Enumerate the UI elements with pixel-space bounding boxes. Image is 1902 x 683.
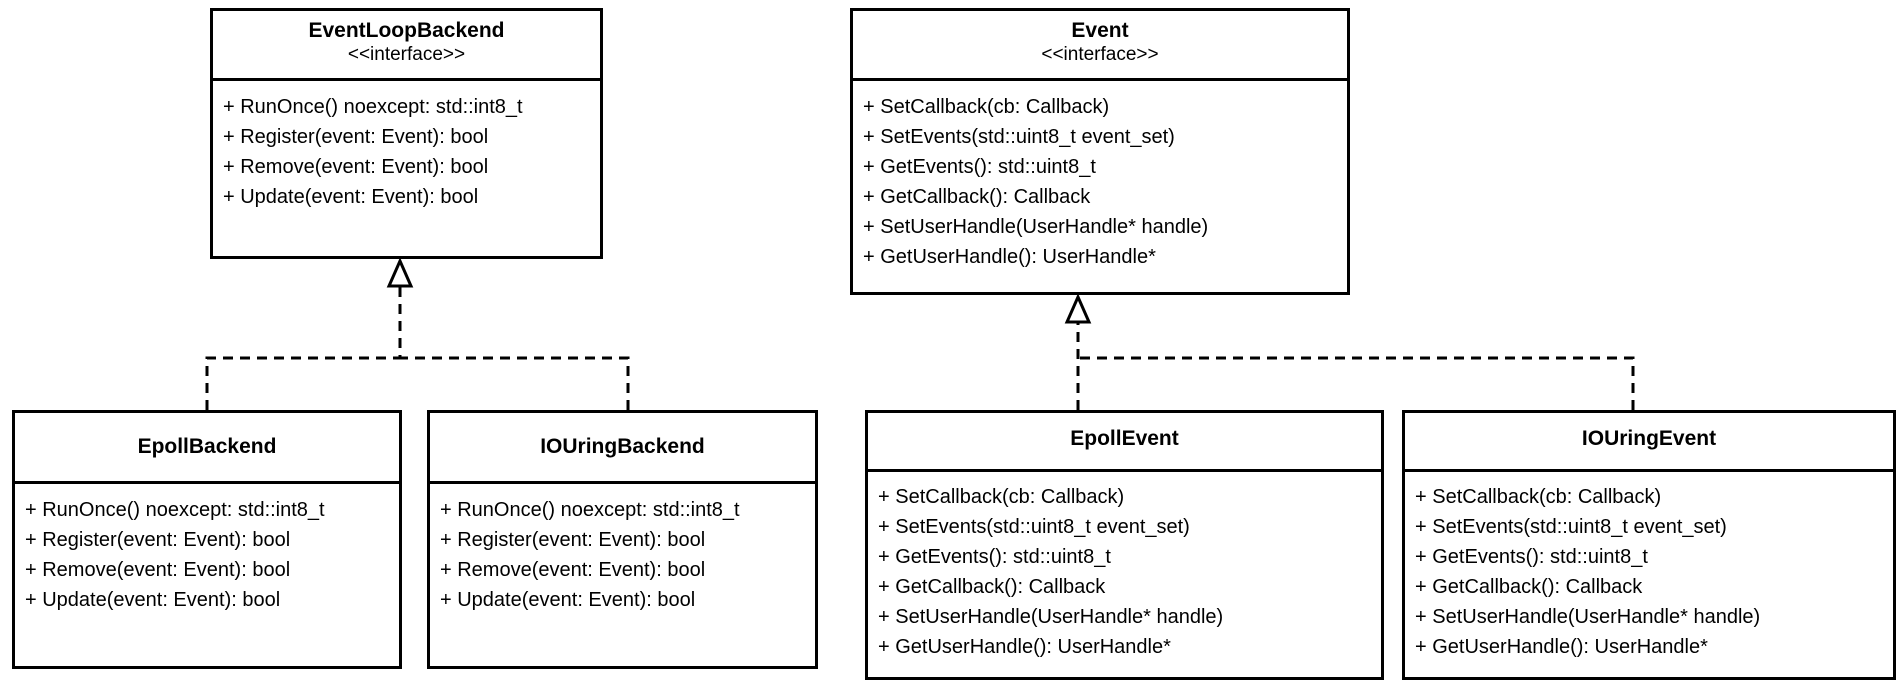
realization-epoll-backend [205,286,402,410]
class-name: Event [1071,19,1129,42]
realization-iouring-backend [400,356,630,410]
class-event-loop-backend: EventLoopBackend <<interface>> + RunOnce… [210,8,603,259]
operation: + SetEvents(std::uint8_t event_set) [878,516,1190,538]
realization-arrowhead-event [1064,293,1092,324]
class-epoll-backend: EpollBackend + RunOnce() noexcept: std::… [12,410,402,669]
operation: + GetCallback(): Callback [878,576,1106,598]
class-iouring-backend: IOUringBackend + RunOnce() noexcept: std… [427,410,818,669]
operation: + GetEvents(): std::uint8_t [1415,546,1648,568]
operation: + Register(event: Event): bool [25,529,291,551]
operation: + GetUserHandle(): UserHandle* [863,246,1156,268]
class-header: Event <<interface>> [853,11,1347,81]
operation: + Register(event: Event): bool [223,126,489,148]
operation: + Update(event: Event): bool [440,589,696,611]
class-header: IOUringBackend [430,413,815,484]
operation: + GetUserHandle(): UserHandle* [1415,636,1708,658]
operation: + SetUserHandle(UserHandle* handle) [878,606,1224,628]
class-header: EpollEvent [868,413,1381,472]
operations-list: + SetCallback(cb: Callback) + SetEvents(… [853,81,1347,272]
class-name: EpollEvent [1070,427,1179,450]
operation: + Remove(event: Event): bool [440,559,706,581]
operation: + Register(event: Event): bool [440,529,706,551]
class-name: EpollBackend [137,435,277,458]
operation: + SetEvents(std::uint8_t event_set) [863,126,1175,148]
operation: + RunOnce() noexcept: std::int8_t [223,96,523,118]
class-header: IOUringEvent [1405,413,1893,472]
class-header: EventLoopBackend <<interface>> [213,11,600,81]
operation: + RunOnce() noexcept: std::int8_t [25,499,325,521]
operation: + GetUserHandle(): UserHandle* [878,636,1171,658]
class-name: IOUringEvent [1581,427,1717,450]
operation: + Update(event: Event): bool [25,589,281,611]
operation: + SetCallback(cb: Callback) [1415,486,1662,508]
operations-list: + RunOnce() noexcept: std::int8_t + Regi… [213,81,600,212]
realization-arrowhead-backend [386,257,414,288]
operation: + Update(event: Event): bool [223,186,479,208]
class-name: EventLoopBackend [308,19,505,42]
operations-list: + RunOnce() noexcept: std::int8_t + Regi… [430,484,815,615]
operations-list: + SetCallback(cb: Callback) + SetEvents(… [868,472,1381,662]
operation: + SetUserHandle(UserHandle* handle) [863,216,1209,238]
class-stereotype: <<interface>> [1041,44,1159,65]
operation: + Remove(event: Event): bool [25,559,291,581]
class-event: Event <<interface>> + SetCallback(cb: Ca… [850,8,1350,295]
operation: + Remove(event: Event): bool [223,156,489,178]
operations-list: + RunOnce() noexcept: std::int8_t + Regi… [15,484,399,615]
operation: + GetEvents(): std::uint8_t [878,546,1111,568]
operation: + SetCallback(cb: Callback) [863,96,1110,118]
operation: + SetUserHandle(UserHandle* handle) [1415,606,1761,628]
operation: + SetCallback(cb: Callback) [878,486,1125,508]
class-epoll-event: EpollEvent + SetCallback(cb: Callback) +… [865,410,1384,680]
operation: + GetEvents(): std::uint8_t [863,156,1096,178]
class-name: IOUringBackend [540,435,705,458]
realization-iouring-event [1078,356,1635,410]
operation: + GetCallback(): Callback [863,186,1091,208]
class-stereotype: <<interface>> [347,44,466,65]
operation: + SetEvents(std::uint8_t event_set) [1415,516,1727,538]
operations-list: + SetCallback(cb: Callback) + SetEvents(… [1405,472,1893,662]
operation: + GetCallback(): Callback [1415,576,1643,598]
operation: + RunOnce() noexcept: std::int8_t [440,499,740,521]
class-iouring-event: IOUringEvent + SetCallback(cb: Callback)… [1402,410,1896,680]
class-header: EpollBackend [15,413,399,484]
